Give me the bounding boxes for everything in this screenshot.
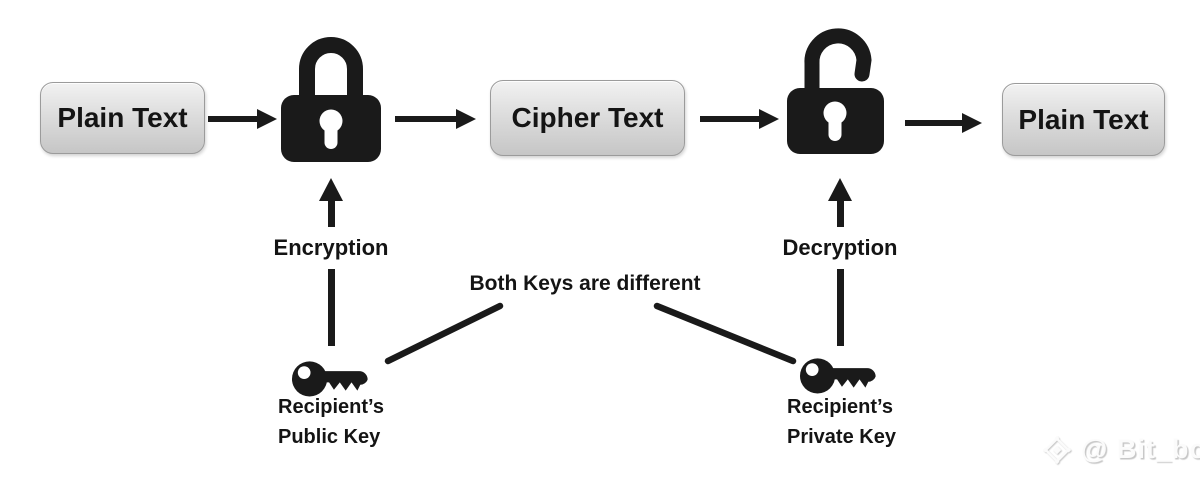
arrow-cipher-to-decrypt (700, 116, 760, 122)
encryption-arrow-shaft-lower (328, 269, 335, 346)
node-plain-text-source: Plain Text (40, 82, 205, 154)
watermark-handle: @ Bit_boy (1081, 434, 1200, 464)
public-key-icon (291, 361, 368, 397)
locked-padlock-icon (281, 37, 381, 162)
encryption-arrow-head (319, 178, 343, 201)
node-plain-text-output: Plain Text (1002, 83, 1165, 156)
watermark: @ Bit_boy (1042, 434, 1200, 465)
private-key-label: Recipient’s Private Key (787, 392, 896, 452)
arrow-plain-to-encrypt (208, 116, 258, 122)
private-key-label-line1: Recipient’s (787, 396, 893, 418)
decryption-arrow-shaft-upper (837, 199, 844, 227)
decryption-arrow-shaft-lower (837, 269, 844, 346)
public-key-label-line1: Recipient’s (278, 396, 384, 418)
decryption-label: Decryption (782, 235, 898, 260)
arrow-decrypt-to-plain (905, 120, 963, 126)
public-key-label: Recipient’s Public Key (278, 392, 384, 452)
binance-diamond-icon (1042, 435, 1072, 464)
private-key-icon (799, 358, 876, 394)
both-keys-different-note: Both Keys are different (469, 272, 701, 295)
encryption-arrow-shaft-upper (328, 199, 335, 227)
decryption-arrow-head (828, 178, 852, 201)
private-key-label-line2: Private Key (787, 426, 896, 448)
public-key-label-line2: Public Key (278, 426, 381, 448)
arrow-encrypt-to-cipher (395, 116, 457, 122)
unlocked-padlock-icon (787, 28, 884, 154)
encryption-label: Encryption (273, 235, 389, 260)
node-cipher-text: Cipher Text (490, 80, 685, 156)
